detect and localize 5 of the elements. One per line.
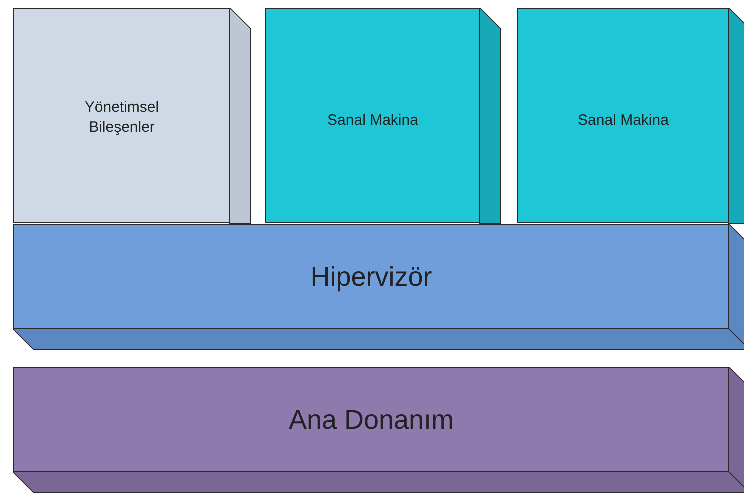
layer-label: Sanal Makina [326,111,420,130]
layer-label: Ana Donanım [288,404,456,437]
layer-label: Yönetimsel Bileşenler [84,98,160,137]
layer-label: Sanal Makina [577,111,670,130]
layer-label: Hipervizör [310,261,434,294]
